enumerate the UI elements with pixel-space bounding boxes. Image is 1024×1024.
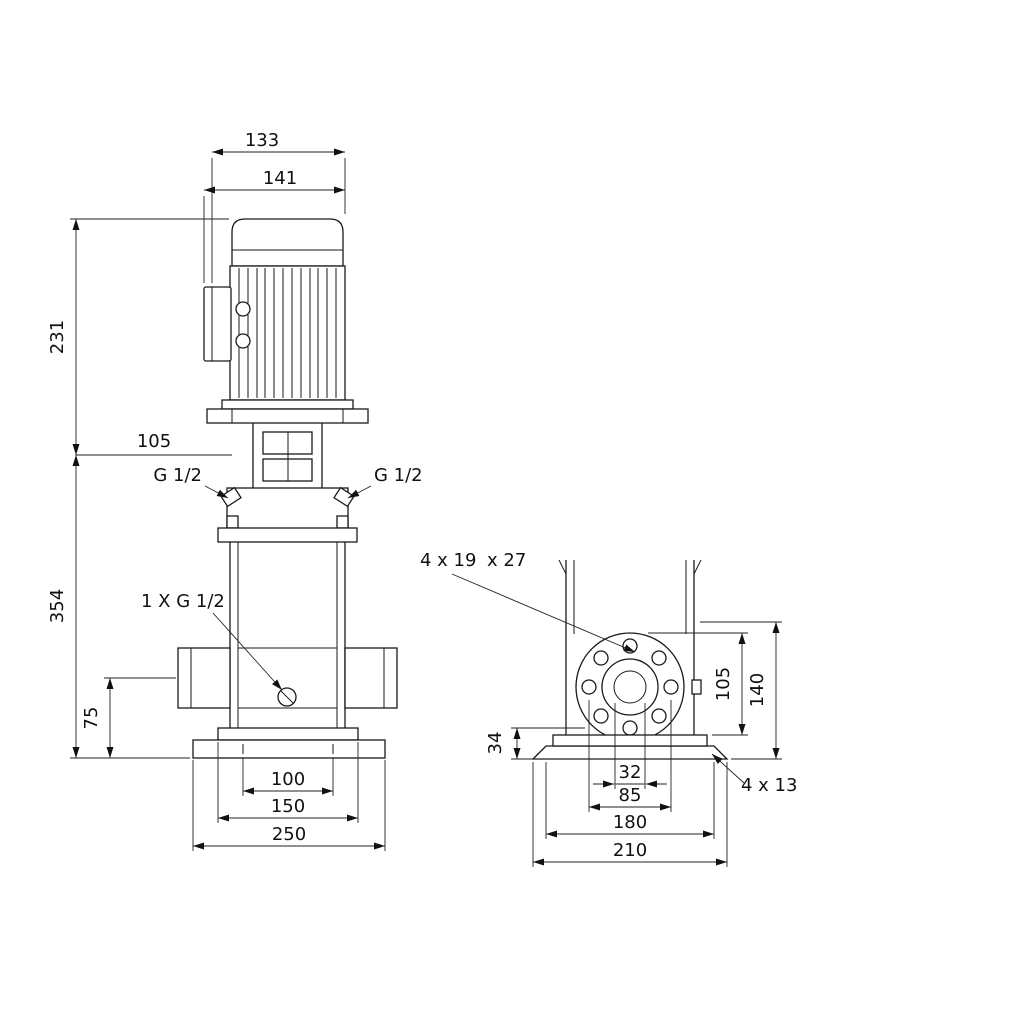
motor-bolt-icon: [235, 333, 251, 349]
port-left-label: G 1/2: [153, 465, 202, 486]
dim-354-label: 354: [47, 589, 68, 623]
base-plate: [192, 739, 386, 759]
dim-100: 100: [242, 758, 334, 796]
bolt-hole-icon: [663, 679, 679, 695]
suction-flange: [177, 647, 231, 709]
dim-75: 75: [81, 677, 176, 758]
bolt-hole-icon: [651, 650, 667, 666]
bolt-hole-icon: [651, 708, 667, 724]
flange-face: [575, 632, 702, 742]
dim-32-label: 32: [619, 762, 642, 783]
dim-75-label: 75: [81, 707, 102, 730]
dim-105-front-label: 105: [137, 431, 171, 452]
dim-133: 133: [211, 130, 346, 283]
dim-180: 180: [545, 762, 715, 839]
drain-label: 1 X G 1/2: [141, 591, 225, 612]
dim-85-label: 85: [619, 785, 642, 806]
motor-fins: [238, 268, 337, 398]
dim-141-label: 141: [263, 168, 297, 189]
dim-231-label: 231: [47, 320, 68, 354]
pump-head: [217, 486, 358, 543]
dim-354: 354: [47, 455, 190, 759]
port-plug-right: [333, 486, 355, 508]
dim-231: 231: [47, 218, 229, 455]
side-base: [531, 734, 729, 760]
motor-bolt-icon: [235, 301, 251, 317]
motor-flange: [221, 399, 354, 410]
dim-210-label: 210: [613, 840, 647, 861]
coupling-section: [252, 423, 323, 488]
pump-base: [192, 727, 386, 759]
dim-140-label: 140: [747, 673, 768, 707]
dim-85: 85: [588, 700, 672, 812]
dim-105-side-label: 105: [713, 667, 734, 701]
flange-tab: [691, 679, 702, 695]
dim-34: 34: [485, 727, 585, 760]
dim-140: 140: [700, 621, 782, 760]
motor-top-cap: [231, 218, 344, 267]
motor-body: [229, 265, 346, 401]
dim-250-label: 250: [272, 824, 306, 845]
dim-250: 250: [192, 760, 386, 851]
dim-141: 141: [203, 168, 345, 283]
motor: [203, 218, 369, 424]
bolt-hole-icon: [581, 679, 597, 695]
dim-150-label: 150: [271, 796, 305, 817]
base-holes-label: 4 x 13: [741, 775, 797, 796]
flange-holes-label: 4 x 19: [420, 550, 476, 571]
dim-100-label: 100: [271, 769, 305, 790]
bolt-hole-icon: [622, 638, 638, 654]
dim-105-front: 105: [76, 431, 232, 456]
terminal-box: [203, 286, 232, 362]
bore-circle: [613, 670, 647, 704]
dim-105-side: 105: [648, 632, 748, 736]
base-skirt: [531, 745, 729, 760]
bolt-hole-icon: [622, 720, 638, 736]
staybolt-nut: [336, 515, 349, 529]
dim-150: 150: [217, 742, 359, 823]
port-right-label: G 1/2: [374, 465, 423, 486]
front-view: 133 141 231 105 354 75: [47, 130, 423, 851]
label-port-left: G 1/2: [153, 465, 229, 499]
dim-210: 210: [532, 762, 728, 867]
dim-133-label: 133: [245, 130, 279, 151]
drain-plug: [277, 687, 297, 707]
motor-stool-plate: [206, 408, 369, 424]
dim-34-label: 34: [485, 732, 506, 755]
label-drain: 1 X G 1/2: [141, 591, 283, 691]
label-port-right: G 1/2: [347, 465, 423, 499]
side-view: 4 x 19 x 27 34 105 140: [420, 550, 797, 867]
dim-32: 32: [593, 703, 667, 789]
flange-spotface-label: x 27: [487, 550, 526, 571]
label-flange-holes: 4 x 19 x 27: [420, 550, 636, 653]
bolt-hole-icon: [593, 650, 609, 666]
head-plate: [217, 527, 358, 543]
base-upper-plate: [217, 727, 359, 741]
base-top-plate: [552, 734, 708, 747]
side-body: [558, 559, 702, 735]
raised-face-circle: [601, 658, 659, 716]
label-base-holes: 4 x 13: [711, 753, 797, 796]
staybolt-nut: [226, 515, 239, 529]
discharge-flange: [344, 647, 398, 709]
dim-180-label: 180: [613, 812, 647, 833]
bolt-hole-icon: [593, 708, 609, 724]
